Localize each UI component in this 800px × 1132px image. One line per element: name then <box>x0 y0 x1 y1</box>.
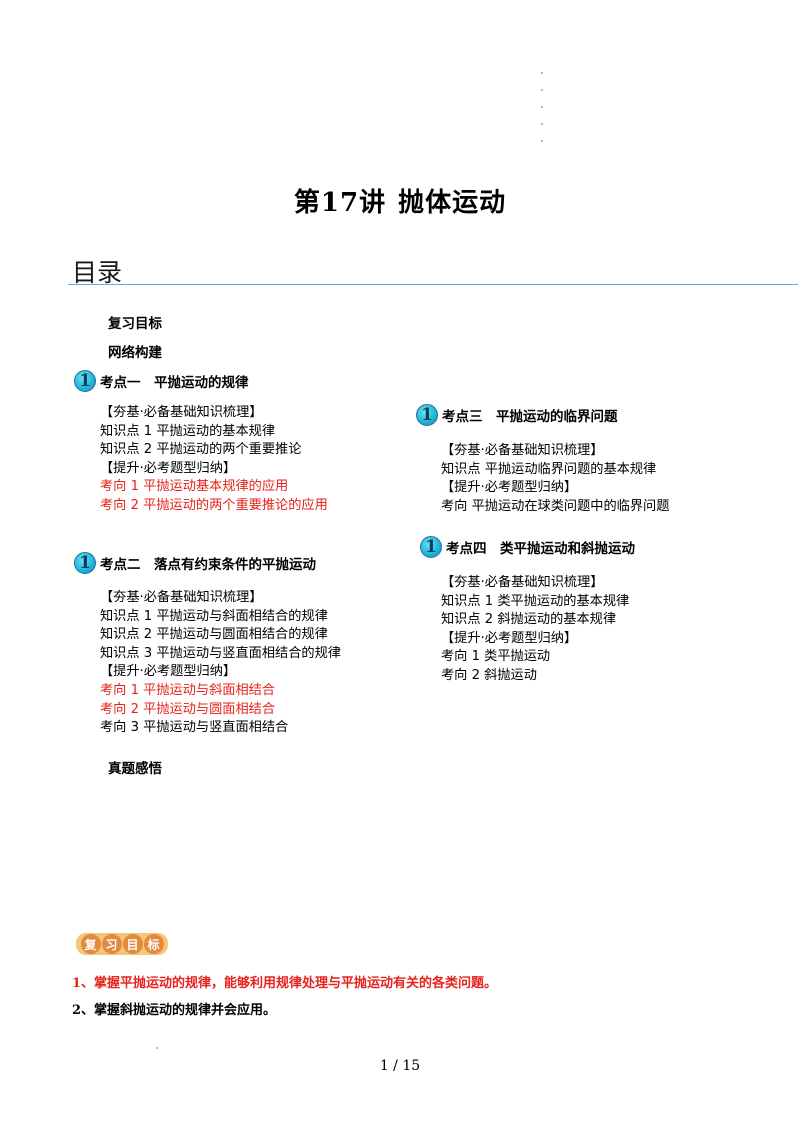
toc-line[interactable]: 知识点 1 平抛运动的基本规律 <box>100 423 276 439</box>
section-title: 考点三 平抛运动的临界问题 <box>442 409 618 425</box>
toc-line[interactable]: 【提升·必考题型归纳】 <box>441 480 578 496</box>
toc-line[interactable]: 考向 平抛运动在球类问题中的临界问题 <box>441 498 670 514</box>
toc-line[interactable]: 考向 1 平抛运动基本规律的应用 <box>100 479 289 495</box>
section-1-lines: 【夯基·必备基础知识梳理】 知识点 1 平抛运动的基本规律 知识点 2 平抛运动… <box>100 404 328 516</box>
number-badge-icon: 1 <box>416 404 438 426</box>
section-title: 考点四 类平抛运动和斜抛运动 <box>446 541 635 557</box>
decorative-dot <box>156 1047 158 1049</box>
toc-line[interactable]: 考向 1 平抛运动与斜面相结合 <box>100 682 276 698</box>
toc-line[interactable]: 知识点 平抛运动临界问题的基本规律 <box>441 461 657 477</box>
toc-section-4[interactable]: 1 考点四 类平抛运动和斜抛运动 <box>420 536 635 558</box>
section-2-lines: 【夯基·必备基础知识梳理】 知识点 1 平抛运动与斜面相结合的规律 知识点 2 … <box>100 589 341 738</box>
section-title: 考点二 落点有约束条件的平抛运动 <box>100 557 316 573</box>
toc-line[interactable]: 考向 2 平抛运动与圆面相结合 <box>100 701 276 717</box>
toc-line[interactable]: 【提升·必考题型归纳】 <box>441 630 578 646</box>
toc-line[interactable]: 【夯基·必备基础知识梳理】 <box>441 575 604 590</box>
section-3-lines: 【夯基·必备基础知识梳理】 知识点 平抛运动临界问题的基本规律 【提升·必考题型… <box>441 442 669 516</box>
section-4-lines: 【夯基·必备基础知识梳理】 知识点 1 类平抛运动的基本规律 知识点 2 斜抛运… <box>441 574 629 686</box>
toc-heading: 目录 <box>72 258 123 287</box>
toc-line[interactable]: 知识点 1 类平抛运动的基本规律 <box>441 593 630 609</box>
badge-char: 目 <box>122 934 143 954</box>
toc-item-review-goals[interactable]: 复习目标 <box>108 316 162 332</box>
toc-line[interactable]: 【夯基·必备基础知识梳理】 <box>100 405 263 420</box>
toc-line[interactable]: 【提升·必考题型归纳】 <box>100 664 237 680</box>
badge-char: 标 <box>143 934 164 954</box>
page-title: 第17讲抛体运动 <box>293 188 507 218</box>
toc-line[interactable]: 知识点 2 斜抛运动的基本规律 <box>441 612 617 628</box>
badge-char: 复 <box>80 934 101 954</box>
toc-line[interactable]: 考向 2 平抛运动的两个重要推论的应用 <box>100 497 328 513</box>
section-title: 考点一 平抛运动的规律 <box>100 375 249 391</box>
page-number: 1 / 15 <box>379 1058 421 1074</box>
toc-item-network[interactable]: 网络构建 <box>108 345 162 361</box>
number-badge-icon: 1 <box>420 536 442 558</box>
toc-line[interactable]: 【夯基·必备基础知识梳理】 <box>100 590 263 605</box>
toc-section-1[interactable]: 1 考点一 平抛运动的规律 <box>74 370 249 392</box>
toc-section-3[interactable]: 1 考点三 平抛运动的临界问题 <box>416 404 618 426</box>
goal-item-2: 2、掌握斜抛运动的规律并会应用。 <box>72 1003 277 1018</box>
toc-line[interactable]: 考向 3 平抛运动与竖直面相结合 <box>100 720 289 736</box>
toc-line[interactable]: 考向 1 类平抛运动 <box>441 649 551 665</box>
goal-item-1: 1、掌握平抛运动的规律，能够利用规律处理与平抛运动有关的各类问题。 <box>72 976 498 991</box>
toc-line[interactable]: 知识点 1 平抛运动与斜面相结合的规律 <box>100 608 328 624</box>
toc-line[interactable]: 知识点 2 平抛运动的两个重要推论 <box>100 442 302 458</box>
review-goals-badge: 复 习 目 标 <box>76 933 168 955</box>
toc-item-real-exam[interactable]: 真题感悟 <box>108 761 162 777</box>
badge-char: 习 <box>101 934 122 954</box>
decorative-dots <box>541 72 545 157</box>
number-badge-icon: 1 <box>74 370 96 392</box>
toc-divider <box>68 284 798 285</box>
number-badge-icon: 1 <box>74 552 96 574</box>
toc-section-2[interactable]: 1 考点二 落点有约束条件的平抛运动 <box>74 552 316 574</box>
toc-line[interactable]: 知识点 2 平抛运动与圆面相结合的规律 <box>100 627 328 643</box>
toc-line[interactable]: 【夯基·必备基础知识梳理】 <box>441 443 604 458</box>
toc-line[interactable]: 【提升·必考题型归纳】 <box>100 460 237 476</box>
toc-line[interactable]: 知识点 3 平抛运动与竖直面相结合的规律 <box>100 645 341 661</box>
toc-line[interactable]: 考向 2 斜抛运动 <box>441 667 537 683</box>
